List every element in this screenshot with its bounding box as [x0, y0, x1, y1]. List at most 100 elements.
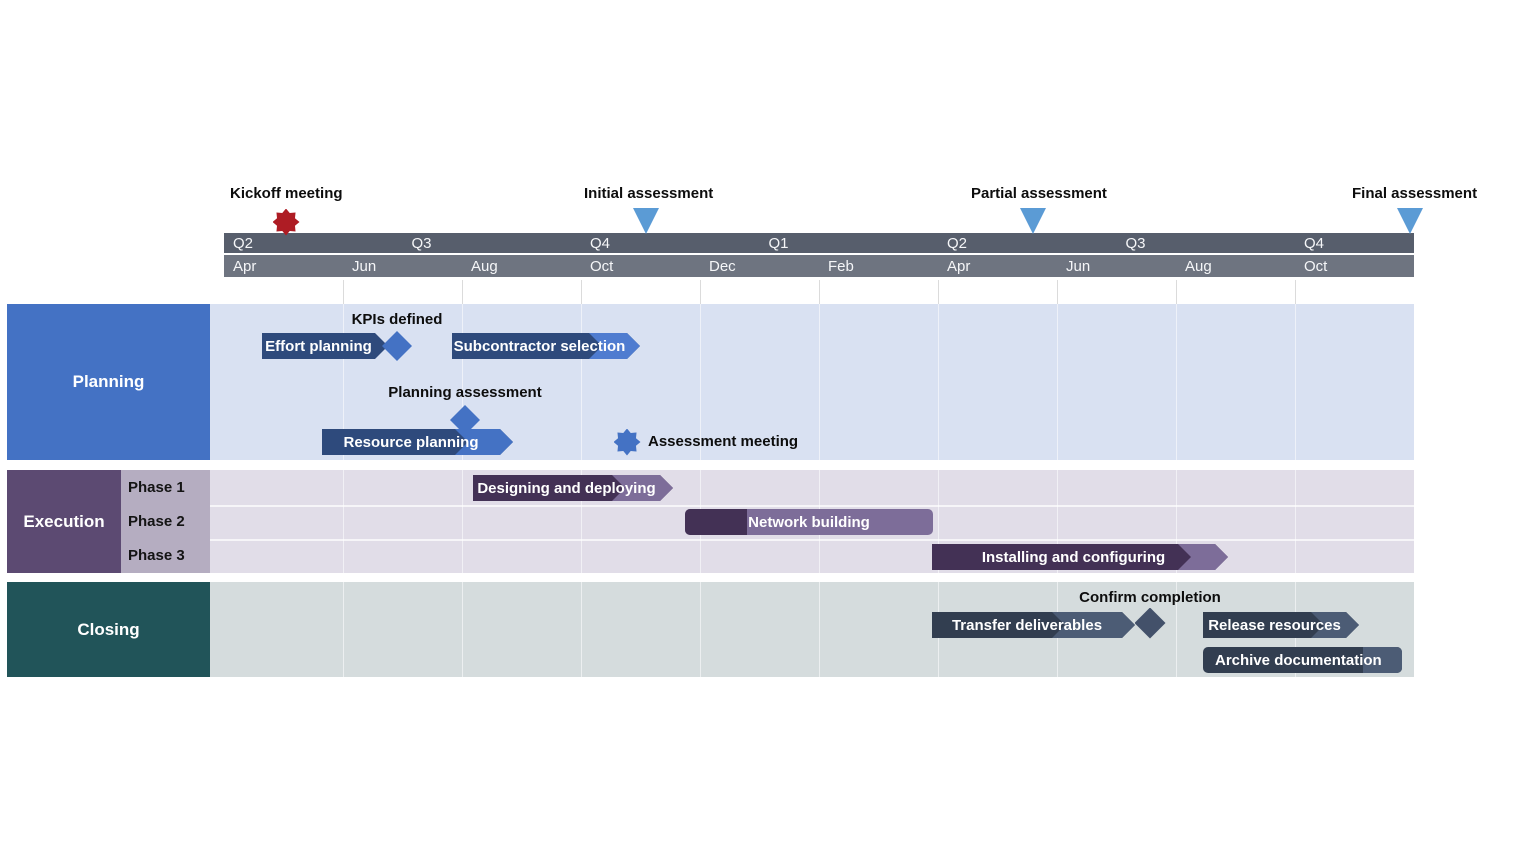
task-bar-label-wrap: Installing and configuring — [932, 544, 1228, 570]
task-bar-label-wrap: Resource planning — [322, 429, 513, 455]
month-cell: Aug — [462, 255, 581, 277]
gridline-gap — [462, 280, 463, 304]
milestone-label-text: Confirm completion — [1079, 589, 1221, 606]
top-milestone-label-kickoff-meeting: Kickoff meeting — [230, 184, 343, 204]
gridline-lane — [462, 582, 463, 677]
gridline-lane — [1057, 304, 1058, 460]
month-label: Jun — [352, 257, 377, 275]
milestone-label-text: KPIs defined — [351, 311, 443, 328]
lane-header-label: Execution — [23, 511, 105, 531]
gridline-lane — [581, 304, 582, 460]
gridline-lane — [581, 582, 582, 677]
quarter-label: Q4 — [1304, 234, 1325, 252]
phase-label-column — [121, 470, 210, 573]
task-bar-effort-planning[interactable]: Effort planning — [262, 333, 388, 359]
lane-header-planning[interactable]: Planning — [7, 304, 210, 460]
milestone-label-confirm-completion: Confirm completion — [1079, 588, 1221, 608]
task-bar-archive-documentation[interactable]: Archive documentation — [1203, 647, 1402, 673]
gridline-lane — [938, 304, 939, 460]
task-label: Designing and deploying — [477, 479, 656, 497]
milestone-label-text: Partial assessment — [971, 185, 1107, 202]
month-label: Apr — [947, 257, 971, 275]
milestone-triangle-icon[interactable] — [1397, 208, 1423, 234]
month-label: Oct — [590, 257, 614, 275]
task-bar-resource-planning[interactable]: Resource planning — [322, 429, 513, 455]
month-cell: Apr — [224, 255, 343, 277]
month-cell: Aug — [1176, 255, 1295, 277]
task-bar-body — [932, 544, 1228, 570]
task-bar-transfer-deliverables[interactable]: Transfer deliverables — [932, 612, 1135, 638]
quarter-label: Q1 — [768, 234, 789, 252]
phase-label: Phase 1 — [128, 478, 185, 496]
milestone-label-text: Assessment meeting — [648, 433, 799, 450]
month-cell: Feb — [819, 255, 938, 277]
milestone-star-icon[interactable] — [613, 428, 641, 456]
task-label: Archive documentation — [1215, 651, 1382, 669]
gridline-lane — [343, 470, 344, 573]
gridline-lane — [938, 470, 939, 573]
task-bar-body — [262, 333, 388, 359]
gridline-lane — [819, 304, 820, 460]
gridline-gap — [938, 280, 939, 304]
lane-header-label: Planning — [72, 372, 145, 391]
quarter-label: Q2 — [947, 234, 968, 252]
task-bar-label-wrap: Designing and deploying — [473, 475, 673, 501]
month-label: Jun — [1066, 257, 1091, 275]
gridline-lane — [462, 470, 463, 573]
month-label: Aug — [1185, 257, 1212, 275]
task-bar-label-wrap: Subcontractor selection — [452, 333, 640, 359]
gridline-lane — [581, 470, 582, 573]
task-bar-progress-segment — [1052, 612, 1135, 638]
task-label: Transfer deliverables — [951, 616, 1103, 634]
quarter-label: Q3 — [1125, 234, 1146, 252]
phase-row-label-phase-1: Phase 1 — [128, 470, 210, 504]
lane-header-closing[interactable]: Closing — [7, 582, 210, 677]
gridline-gap — [819, 280, 820, 304]
gridline-lane — [1176, 470, 1177, 573]
quarter-label: Q3 — [411, 234, 432, 252]
month-cell: Dec — [700, 255, 819, 277]
milestone-triangle-icon[interactable] — [1020, 208, 1046, 234]
month-cell: Oct — [1295, 255, 1414, 277]
task-label: Network building — [748, 513, 870, 531]
month-cell: Apr — [938, 255, 1057, 277]
task-label: Resource planning — [343, 433, 479, 451]
milestone-star-icon[interactable] — [272, 208, 300, 236]
month-label: Oct — [1304, 257, 1328, 275]
quarter-cell: Q3 — [402, 233, 581, 253]
phase-label: Phase 2 — [128, 512, 185, 530]
task-bar-designing-and-deploying[interactable]: Designing and deploying — [473, 475, 673, 501]
gridline-lane — [1295, 470, 1296, 573]
task-label: Release resources — [1208, 616, 1341, 634]
task-bar-release-resources[interactable]: Release resources — [1203, 612, 1359, 638]
month-label: Feb — [828, 257, 854, 275]
task-bar-progress-segment — [685, 509, 747, 535]
gridline-lane — [1176, 582, 1177, 677]
task-bar-subcontractor-selection[interactable]: Subcontractor selection — [452, 333, 640, 359]
milestone-label-kpis-defined: KPIs defined — [352, 310, 443, 330]
lane-header-execution[interactable]: Execution — [7, 470, 121, 573]
quarter-cell: Q2 — [224, 233, 403, 253]
task-bar-label-wrap: Effort planning — [262, 333, 388, 359]
gridline-lane — [1295, 304, 1296, 460]
task-bar-network-building[interactable]: Network building — [685, 509, 933, 535]
milestone-label-planning-assessment: Planning assessment — [388, 383, 541, 403]
quarter-cell: Q3 — [1116, 233, 1295, 253]
gridline-lane — [343, 582, 344, 677]
task-bar-installing-and-configuring[interactable]: Installing and configuring — [932, 544, 1228, 570]
phase-row-label-phase-2: Phase 2 — [128, 504, 210, 538]
task-label: Installing and configuring — [981, 548, 1166, 566]
task-bar-label-wrap: Release resources — [1203, 612, 1359, 638]
milestone-triangle-icon[interactable] — [633, 208, 659, 234]
top-milestone-label-initial-assessment: Initial assessment — [584, 184, 713, 204]
quarter-cell: Q1 — [759, 233, 938, 253]
month-cell: Jun — [1057, 255, 1176, 277]
task-label: Subcontractor selection — [453, 337, 626, 355]
gridline-lane — [700, 582, 701, 677]
milestone-label-text: Initial assessment — [584, 185, 714, 202]
task-bar-label-wrap: Network building — [685, 509, 933, 535]
gridline-gap — [581, 280, 582, 304]
month-label: Dec — [709, 257, 736, 275]
quarter-cell: Q4 — [1295, 233, 1414, 253]
